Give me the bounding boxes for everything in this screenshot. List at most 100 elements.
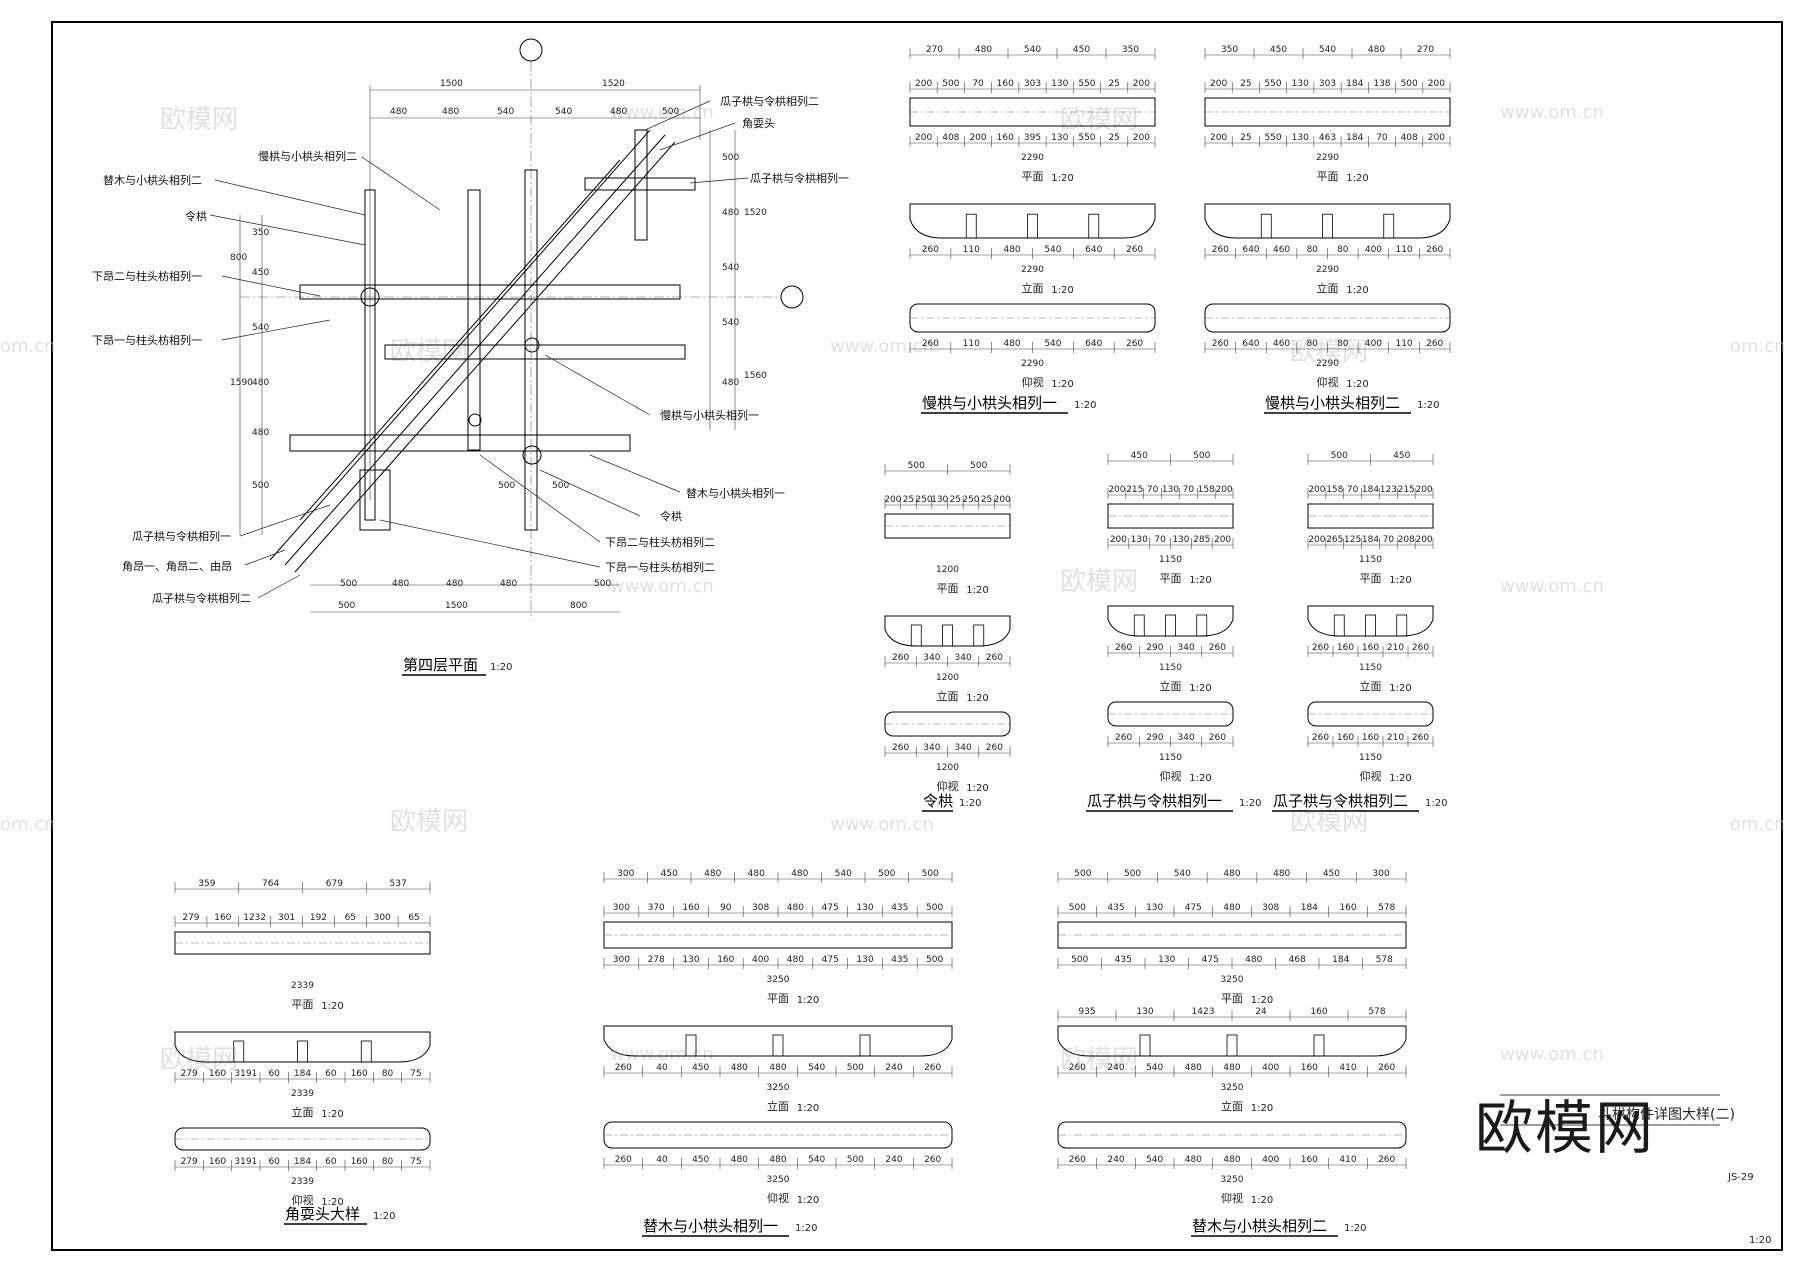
dim-label: 40 <box>656 1063 668 1073</box>
view-scale: 1:20 <box>1346 379 1368 390</box>
view-scale: 1:20 <box>966 693 988 704</box>
dim-label: 480 <box>1368 45 1385 55</box>
dim-label: 480 <box>769 1155 786 1165</box>
dim-label: 460 <box>1273 339 1290 349</box>
dim-label: 935 <box>1078 1007 1095 1017</box>
dim-label: 450 <box>661 869 678 879</box>
dim-label: 500 <box>878 869 895 879</box>
dim-label: 260 <box>1115 643 1132 653</box>
dim-label: 25 <box>1108 133 1119 143</box>
dim-label: 500 <box>942 79 959 89</box>
dim-label: 480 <box>1223 869 1240 879</box>
plan-left-dim: 480 <box>252 428 269 438</box>
plan-bottom-dim: 500 <box>340 579 357 589</box>
view-scale: 1:20 <box>1051 285 1073 296</box>
sheet-number: JS-29 <box>1727 1172 1754 1183</box>
dim-label: 70 <box>1147 485 1159 495</box>
view-scale: 1:20 <box>321 1109 343 1120</box>
dim-total: 2339 <box>291 981 314 991</box>
dim-label: 450 <box>1323 869 1340 879</box>
dim-label: 270 <box>926 45 943 55</box>
dim-label: 160 <box>682 903 699 913</box>
dim-label: 500 <box>926 955 943 965</box>
dim-label: 130 <box>856 955 873 965</box>
view-label-bottom: 仰视 <box>292 1193 314 1207</box>
watermark-layer: 欧模网 欧模网 欧模网 欧模网 欧模网 欧模网 欧模网 欧模网 欧模网 www.… <box>0 102 1786 1075</box>
dim-label: 75 <box>410 1069 421 1079</box>
dim-label: 130 <box>1131 535 1148 545</box>
dim-label: 500 <box>1069 903 1086 913</box>
dim-label: 3191 <box>234 1157 257 1167</box>
dim-total: 2290 <box>1316 359 1339 369</box>
plan-left-dim: 800 <box>230 253 247 263</box>
watermark-brand: 欧模网 <box>1060 567 1138 597</box>
detail-title: 慢栱与小栱头相列二 <box>1265 394 1400 412</box>
view-label-top: 平面 <box>1360 572 1382 585</box>
dim-label: 260 <box>1126 339 1143 349</box>
dim-label: 260 <box>924 1063 941 1073</box>
dim-label: 279 <box>181 1157 198 1167</box>
view-label-top: 平面 <box>767 992 789 1005</box>
view-label-top: 平面 <box>292 998 314 1011</box>
dim-total: 2290 <box>1316 153 1339 163</box>
plan-label: 瓜子栱与令栱相列一 <box>750 171 849 185</box>
dim-label: 300 <box>374 913 391 923</box>
dim-label: 160 <box>1337 733 1354 743</box>
dim-label: 184 <box>1301 903 1318 913</box>
dim-label: 200 <box>1210 79 1227 89</box>
view-label-bottom: 仰视 <box>1022 375 1044 389</box>
dim-label: 400 <box>1262 1063 1279 1073</box>
view-label-bottom: 仰视 <box>767 1191 789 1205</box>
dim-label: 340 <box>955 653 972 663</box>
view-label-top: 平面 <box>1022 170 1044 183</box>
dim-label: 435 <box>1115 955 1132 965</box>
dim-label: 260 <box>986 743 1003 753</box>
detail-title: 令栱 <box>923 792 953 810</box>
plan-top-dim: 480 <box>610 107 627 117</box>
dim-label: 640 <box>1085 245 1102 255</box>
dim-label: 578 <box>1368 1007 1385 1017</box>
detail-scale: 1:20 <box>795 1223 817 1234</box>
plan-label: 瓜子栱与令栱相列一 <box>132 529 231 543</box>
watermark-url: www.om.cn <box>1500 576 1604 597</box>
dim-label: 410 <box>1339 1063 1356 1073</box>
dim-label: 70 <box>1347 485 1359 495</box>
dim-label: 679 <box>326 879 343 889</box>
dim-label: 550 <box>1078 79 1095 89</box>
plan-right-dim: 500 <box>722 153 739 163</box>
plan-leaders <box>209 100 749 599</box>
dim-label: 500 <box>1193 451 1210 461</box>
plan-left-dim: 480 <box>252 378 269 388</box>
sheet-frame <box>51 21 1783 1251</box>
dim-label: 435 <box>891 955 908 965</box>
plan-bottom-dim: 1500 <box>445 601 468 611</box>
dim-total: 1150 <box>1159 555 1182 565</box>
dim-total: 3250 <box>767 1083 790 1093</box>
dim-label: 480 <box>1273 869 1290 879</box>
plan-label: 慢栱与小栱头相列二 <box>258 149 357 163</box>
dim-label: 278 <box>648 955 665 965</box>
dim-label: 340 <box>923 653 940 663</box>
dim-total: 3250 <box>767 975 790 985</box>
sheet-caption: 斗栱构件详图大样(二) <box>1598 1107 1735 1123</box>
view-label-front: 立面 <box>1317 281 1339 295</box>
dim-label: 260 <box>1412 643 1429 653</box>
dim-label: 500 <box>908 461 925 471</box>
dim-label: 480 <box>1185 1063 1202 1073</box>
dim-label: 160 <box>351 1069 368 1079</box>
dim-label: 550 <box>1264 133 1281 143</box>
dim-label: 540 <box>808 1063 825 1073</box>
dim-label: 200 <box>1415 485 1432 495</box>
dim-label: 480 <box>731 1063 748 1073</box>
dim-label: 25 <box>1240 79 1251 89</box>
dim-label: 210 <box>1387 643 1404 653</box>
dim-label: 408 <box>942 133 959 143</box>
dim-label: 540 <box>835 869 852 879</box>
plan-label: 下昂二与柱头枋相列一 <box>92 269 202 283</box>
watermark-url: www.om.cn <box>1500 102 1604 123</box>
plan-label: 瓜子栱与令栱相列二 <box>720 94 819 108</box>
dim-label: 160 <box>717 955 734 965</box>
